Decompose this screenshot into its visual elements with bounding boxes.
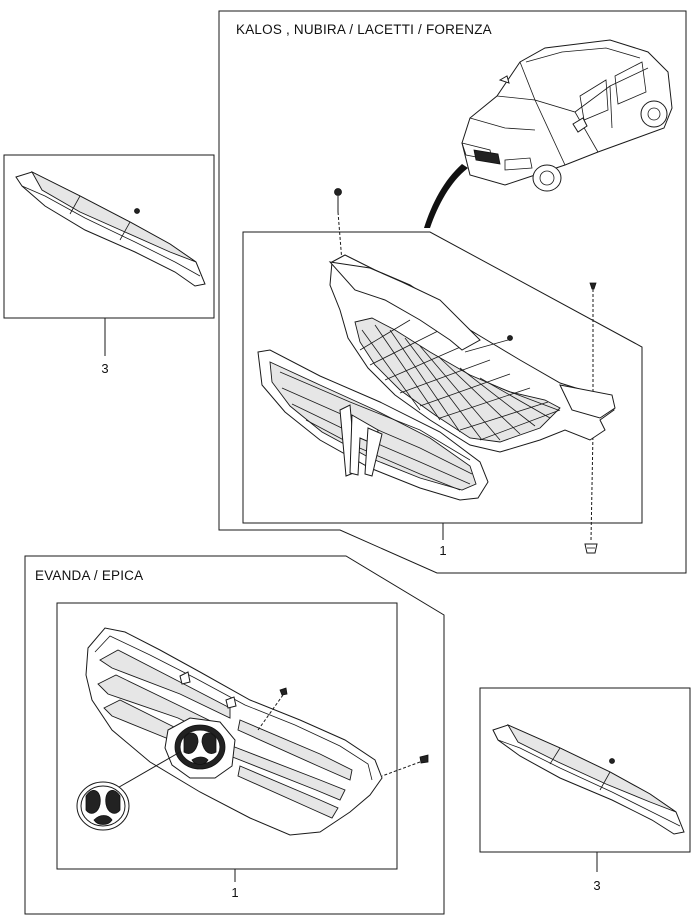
kalos-frame — [218, 10, 687, 574]
right-trim-callout: 3 — [593, 878, 600, 893]
evanda-screw-top — [257, 687, 288, 731]
car-pointer — [424, 164, 468, 228]
kalos-grille-callout: 1 — [439, 543, 446, 558]
evanda-parts-frame — [56, 602, 398, 870]
left-trim-callout: 3 — [101, 361, 108, 376]
left-trim-panel: 3 — [3, 154, 215, 376]
evanda-grille — [85, 627, 383, 836]
evanda-section-title: EVANDA / EPICA — [35, 568, 143, 583]
evanda-frame — [24, 555, 445, 915]
car-illustration — [461, 39, 673, 192]
evanda-section: EVANDA / EPICA — [24, 555, 445, 915]
right-trim-frame — [479, 687, 691, 853]
left-trim-clip — [134, 208, 140, 214]
clip-bottom — [584, 431, 598, 554]
screw-top — [334, 188, 343, 263]
evanda-grille-callout: 1 — [231, 885, 238, 900]
kalos-section: KALOS , NUBIRA / LACETTI / FORENZA — [218, 10, 687, 574]
evanda-screw-side — [381, 754, 429, 777]
kalos-parts-frame — [242, 231, 643, 524]
right-trim-clip — [609, 758, 615, 764]
right-trim-panel: 3 — [479, 687, 691, 893]
left-trim-frame — [3, 154, 215, 319]
kalos-section-title: KALOS , NUBIRA / LACETTI / FORENZA — [236, 22, 492, 37]
screw-right — [589, 282, 597, 392]
mesh-grille — [328, 254, 616, 453]
outer-grille — [257, 349, 489, 501]
evanda-emblem — [76, 751, 181, 831]
